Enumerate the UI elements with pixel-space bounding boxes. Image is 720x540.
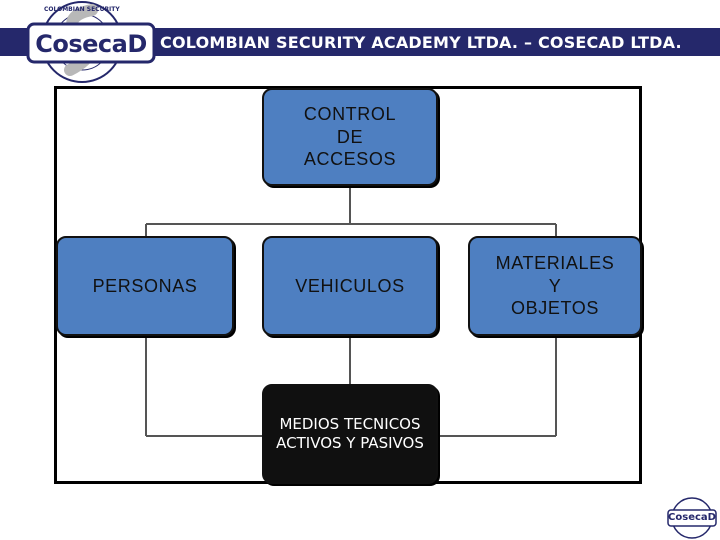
footer-logo: [667, 497, 717, 539]
node-materiales-y-objetos: MATERIALES Y OBJETOS: [468, 236, 642, 336]
node-control-de-accesos: CONTROL DE ACCESOS: [262, 88, 438, 186]
cosecad-logo: [26, 1, 156, 83]
footer-logo-wordmark: CosecaD: [668, 512, 716, 523]
node-medios-tecnicos: MEDIOS TECNICOS ACTIVOS Y PASIVOS: [262, 384, 438, 484]
logo-ring-text: COLOMBIAN SECURITY ACADEMY LTDA: [44, 6, 120, 13]
node-personas: PERSONAS: [56, 236, 234, 336]
logo-wordmark: CosecaD: [35, 30, 147, 58]
node-vehiculos: VEHICULOS: [262, 236, 438, 336]
header-title: COLOMBIAN SECURITY ACADEMY LTDA. – COSEC…: [160, 33, 682, 52]
